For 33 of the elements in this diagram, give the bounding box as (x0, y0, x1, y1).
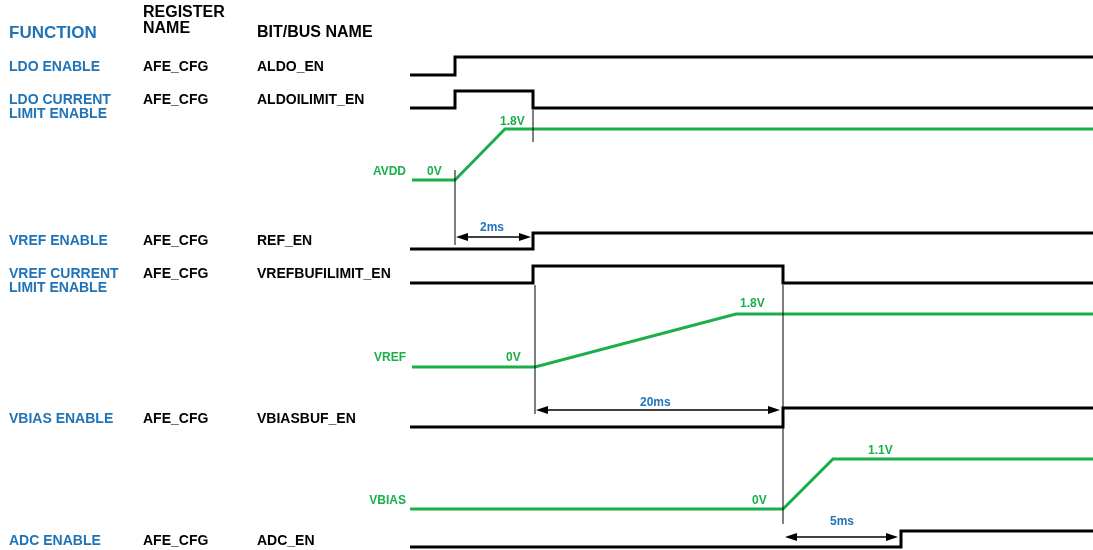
register-name: AFE_CFG (143, 411, 209, 425)
bit-name: ALDO_EN (257, 59, 324, 73)
function-name: VREF CURRENT LIMIT ENABLE (9, 266, 120, 294)
function-name: VREF ENABLE (9, 233, 108, 247)
register-name: AFE_CFG (143, 233, 209, 247)
bit-name: ADC_EN (257, 533, 315, 547)
bit-name: VREFBUFILIMIT_EN (257, 266, 391, 280)
signal-name: AVDD (371, 165, 406, 177)
function-name: ADC ENABLE (9, 533, 101, 547)
function-name: VBIAS ENABLE (9, 411, 114, 425)
register-name: AFE_CFG (143, 59, 209, 73)
duration-label: 2ms (480, 221, 505, 233)
bit-name: VBIASBUF_EN (257, 411, 356, 425)
function-name: LDO ENABLE (9, 59, 100, 73)
function-name: LDO CURRENT LIMIT ENABLE (9, 92, 112, 120)
column-header: FUNCTION (9, 24, 97, 41)
register-name: AFE_CFG (143, 266, 209, 280)
voltage-label: 1.8V (500, 115, 525, 127)
bit-name: ALDOILIMIT_EN (257, 92, 365, 106)
register-name: AFE_CFG (143, 533, 209, 547)
voltage-label: 0V (752, 494, 767, 506)
signal-name: VREF (373, 351, 406, 363)
voltage-label: 0V (506, 351, 521, 363)
signal-name: VBIAS (368, 494, 406, 506)
duration-label: 5ms (830, 515, 855, 527)
column-header: BIT/BUS NAME (257, 24, 373, 40)
duration-label: 20ms (640, 396, 671, 408)
voltage-label: 0V (427, 165, 442, 177)
register-name: AFE_CFG (143, 92, 209, 106)
voltage-label: 1.8V (740, 297, 765, 309)
bit-name: REF_EN (257, 233, 313, 247)
column-header: REGISTER NAME (143, 4, 226, 36)
voltage-label: 1.1V (868, 444, 893, 456)
